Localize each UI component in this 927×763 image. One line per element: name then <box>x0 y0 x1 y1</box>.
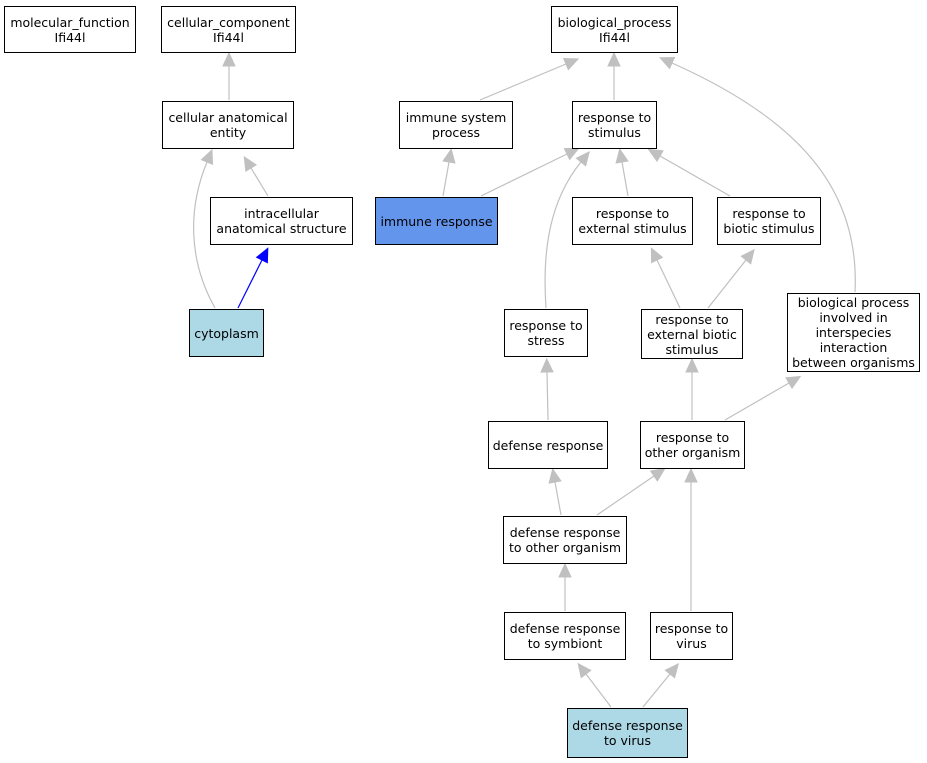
node-label: molecular_function Ifi44l <box>10 14 130 45</box>
node-label: cellular_component Ifi44l <box>167 14 290 45</box>
edge-arrowhead <box>255 247 269 264</box>
node-cellular-anatomical-entity[interactable]: cellular anatomical entity <box>162 101 294 149</box>
node-response-to-other-organism[interactable]: response to other organism <box>640 421 745 469</box>
edge-arrowhead <box>563 147 580 161</box>
edge-response-to-other-organism-to-bp-interspecies <box>724 382 790 421</box>
edge-arrowhead <box>575 151 590 167</box>
node-label: defense response to other organism <box>508 525 622 555</box>
edge-arrowhead <box>548 468 562 484</box>
edge-response-to-biotic-stimulus-to-response-to-stimulus <box>659 155 731 197</box>
node-label: response to stress <box>509 318 583 348</box>
node-molecular-function[interactable]: molecular_function Ifi44l <box>4 6 136 53</box>
edge-response-to-external-biotic-stimulus-to-response-to-biotic-stimulus <box>707 259 747 309</box>
edge-response-to-stress-to-response-to-stimulus <box>544 161 582 309</box>
edge-arrowhead <box>649 467 666 482</box>
node-biological-process[interactable]: biological_process Ifi44l <box>551 6 678 53</box>
node-response-to-stimulus[interactable]: response to stimulus <box>572 101 657 149</box>
edge-intracellular-anatomical-structure-to-cellular-anatomical-entity <box>250 167 269 197</box>
edge-defense-response-to-virus-to-defense-response-to-symbiont <box>585 673 612 708</box>
edge-arrowhead <box>562 57 580 71</box>
node-response-to-external-stimulus[interactable]: response to external stimulus <box>572 197 693 245</box>
node-response-to-biotic-stimulus[interactable]: response to biotic stimulus <box>717 197 821 245</box>
edge-defense-response-to-other-organism-to-response-to-other-organism <box>596 475 655 516</box>
edge-arrowhead <box>540 357 554 373</box>
node-bp-interspecies-interaction[interactable]: biological process involved in interspec… <box>787 293 920 372</box>
node-defense-response-to-virus[interactable]: defense response to virus <box>567 708 688 758</box>
edge-arrowhead <box>650 247 664 264</box>
node-immune-response[interactable]: immune response <box>375 197 498 245</box>
node-label: response to virus <box>654 621 729 651</box>
edge-arrowhead <box>685 357 699 373</box>
edge-arrowhead <box>785 375 802 390</box>
edge-arrowhead <box>222 51 236 67</box>
node-label: biological_process Ifi44l <box>557 14 672 45</box>
node-label: response to external stimulus <box>578 206 687 236</box>
edge-arrowhead <box>684 467 698 483</box>
node-label: cytoplasm <box>194 325 259 341</box>
node-label: immune response <box>380 213 493 229</box>
edge-bp-interspecies-to-biological-process <box>671 62 856 293</box>
node-defense-response-to-symbiont[interactable]: defense response to symbiont <box>504 612 626 660</box>
edge-arrowhead <box>200 148 214 166</box>
node-cellular-component[interactable]: cellular_component Ifi44l <box>161 6 296 53</box>
edge-arrowhead <box>607 51 621 67</box>
node-response-to-virus[interactable]: response to virus <box>650 612 733 660</box>
node-defense-response[interactable]: defense response <box>488 421 608 469</box>
edge-arrowhead <box>659 57 676 70</box>
node-cytoplasm[interactable]: cytoplasm <box>189 309 264 357</box>
edge-defense-response-to-response-to-stress <box>546 371 549 421</box>
node-immune-system-process[interactable]: immune system process <box>399 101 513 149</box>
node-label: response to external biotic stimulus <box>647 311 737 357</box>
edge-response-to-external-biotic-stimulus-to-response-to-external-stimulus <box>656 259 681 309</box>
edge-arrowhead <box>615 148 629 164</box>
edge-arrowhead <box>442 148 456 164</box>
edge-immune-system-process-to-biological-process <box>479 63 567 101</box>
node-label: biological process involved in interspec… <box>792 295 915 370</box>
edge-cytoplasm-to-cellular-anatomical-entity <box>193 161 216 309</box>
edge-immune-response-to-immune-system-process <box>442 161 450 197</box>
edge-immune-response-to-response-to-stimulus <box>480 153 568 197</box>
edge-response-to-external-stimulus-to-response-to-stimulus <box>621 161 629 197</box>
edge-arrowhead <box>740 248 755 265</box>
edge-defense-response-to-virus-to-response-to-virus <box>642 673 671 708</box>
edge-arrowhead <box>647 148 664 163</box>
node-label: defense response <box>492 437 604 453</box>
node-intracellular-anatomical-structure[interactable]: intracellular anatomical structure <box>210 197 353 245</box>
node-label: response to other organism <box>644 430 741 460</box>
edge-arrowhead <box>243 155 258 172</box>
edge-defense-response-to-other-organism-to-defense-response <box>554 481 562 516</box>
edge-arrowhead <box>558 562 572 578</box>
node-defense-response-to-other-organism[interactable]: defense response to other organism <box>503 516 627 564</box>
edge-cytoplasm-to-intracellular-anatomical-structure <box>237 259 263 309</box>
edge-arrowhead <box>577 662 592 679</box>
node-response-to-stress[interactable]: response to stress <box>504 309 588 357</box>
node-label: defense response to symbiont <box>509 621 621 651</box>
node-label: response to biotic stimulus <box>723 206 815 236</box>
node-label: cellular anatomical entity <box>168 110 288 140</box>
node-response-to-external-biotic-stimulus[interactable]: response to external biotic stimulus <box>641 309 743 359</box>
edge-arrowhead <box>664 663 679 679</box>
node-label: intracellular anatomical structure <box>216 206 347 236</box>
node-label: response to stimulus <box>577 110 652 140</box>
node-label: defense response to virus <box>572 718 683 748</box>
node-label: immune system process <box>405 110 507 140</box>
